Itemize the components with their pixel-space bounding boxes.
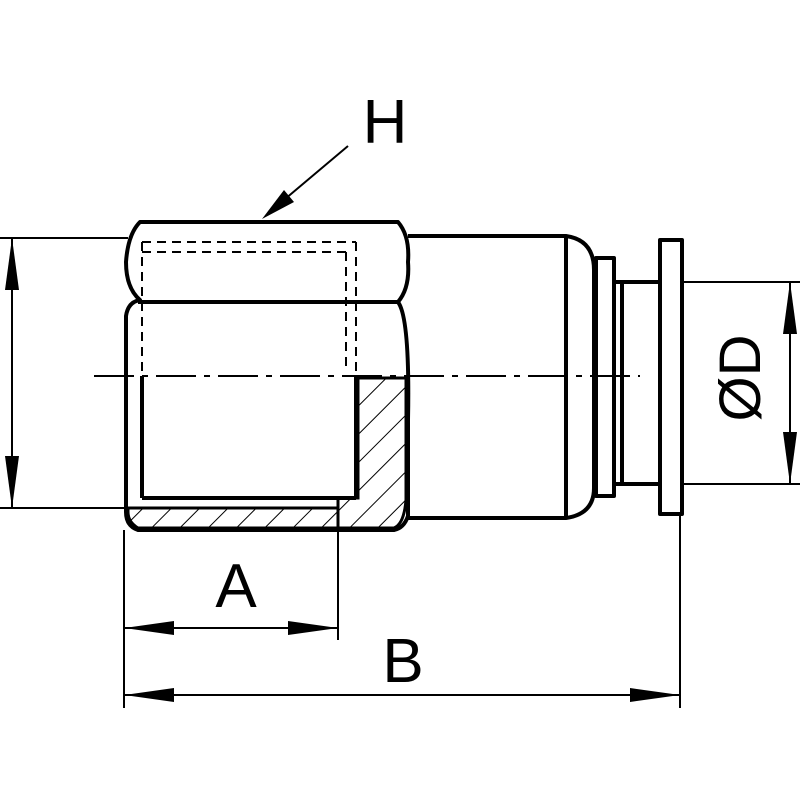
dimension-arrowheads	[5, 190, 797, 702]
arrow-a-right	[288, 621, 338, 635]
label-b: B	[382, 627, 423, 696]
hatch-bottom-wall	[126, 506, 340, 530]
hidden-thread-lines	[141, 241, 357, 372]
hatch-end-wall	[336, 376, 408, 530]
arrow-height-bottom	[5, 456, 19, 508]
arrow-b-right	[630, 688, 680, 702]
arrow-d-bottom	[783, 432, 797, 484]
label-d: ØD	[708, 335, 773, 422]
release-ring	[658, 238, 684, 516]
label-a: A	[215, 552, 257, 621]
arrow-b-left	[124, 688, 174, 702]
arrow-height-top	[5, 238, 19, 290]
collet-neck	[614, 280, 660, 486]
arrow-a-left	[124, 621, 174, 635]
hatched-sections	[126, 376, 408, 530]
arrow-h	[262, 190, 294, 219]
hex-outline	[124, 220, 411, 532]
internal-bore	[140, 376, 358, 500]
label-h: H	[363, 88, 408, 157]
arrow-d-top	[783, 282, 797, 334]
